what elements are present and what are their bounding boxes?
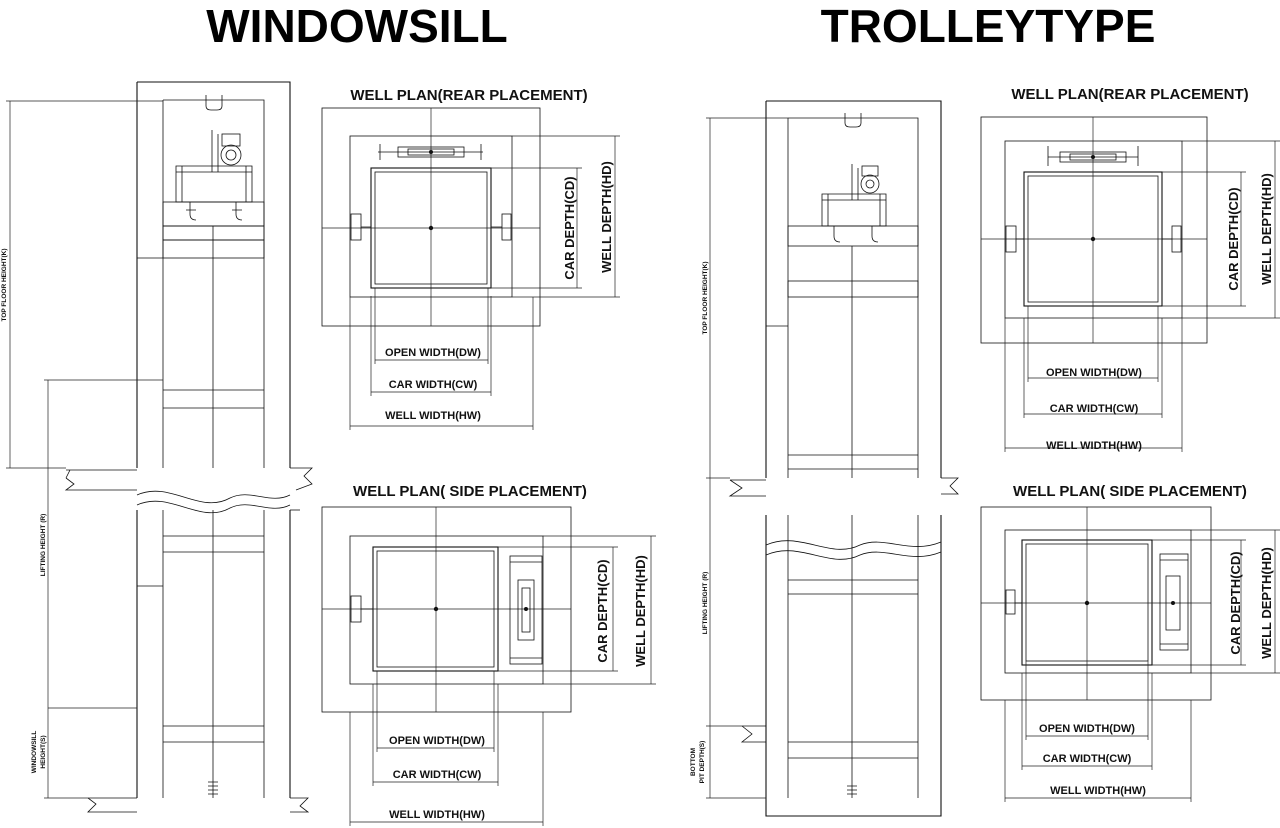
right-rear-plan: WELL PLAN(REAR PLACEMENT) OPEN WIDTH(DW)…: [980, 86, 1280, 452]
lifting-height-label-right: LIFTING HEIGHT (R): [702, 572, 709, 634]
car-width-label: CAR WIDTH(CW): [393, 769, 482, 781]
top-floor-height-label: TOP FLOOR HEIGHT(K): [1, 248, 8, 321]
left-side-plan: WELL PLAN( SIDE PLACEMENT) OPEN WIDTH(DW…: [321, 483, 656, 826]
well-width-label-right: WELL WIDTH(HW): [1050, 785, 1146, 797]
well-depth-label-right: WELL DEPTH(HD): [1259, 547, 1274, 659]
top-floor-height-label-right: TOP FLOOR HEIGHT(K): [702, 261, 709, 334]
side-plan-title: WELL PLAN( SIDE PLACEMENT): [353, 483, 587, 500]
windowsill-elevation: [6, 81, 313, 813]
car-depth-label: CAR DEPTH(CD): [595, 559, 610, 662]
open-width-label-right: OPEN WIDTH(DW): [1046, 367, 1142, 379]
car-width-label-right: CAR WIDTH(CW): [1050, 403, 1139, 415]
right-side-plan: WELL PLAN( SIDE PLACEMENT) OPEN WIDTH(DW…: [980, 483, 1280, 802]
open-width-label: OPEN WIDTH(DW): [389, 735, 485, 747]
car-depth-label: CAR DEPTH(CD): [562, 176, 577, 279]
car-width-label: CAR WIDTH(CW): [389, 379, 478, 391]
well-width-label: WELL WIDTH(HW): [385, 410, 481, 422]
car-depth-label-right: CAR DEPTH(CD): [1226, 187, 1241, 290]
bottom-pit-label-2: PIT DEPTH(S): [699, 741, 706, 784]
machine-icon: [821, 164, 887, 243]
well-depth-label: WELL DEPTH(HD): [633, 555, 648, 667]
title-windowsill: WINDOWSILL: [206, 0, 508, 52]
open-width-label-right: OPEN WIDTH(DW): [1039, 723, 1135, 735]
left-rear-plan: WELL PLAN(REAR PLACEMENT) OPEN WIDTH(DW)…: [321, 87, 620, 430]
bottom-pit-label-1: BOTTOM: [690, 748, 697, 776]
trolleytype-elevation: [706, 100, 960, 817]
well-width-label: WELL WIDTH(HW): [389, 809, 485, 821]
rear-plan-title: WELL PLAN(REAR PLACEMENT): [350, 87, 587, 104]
open-width-label: OPEN WIDTH(DW): [385, 347, 481, 359]
car-width-label-right: CAR WIDTH(CW): [1043, 753, 1132, 765]
well-depth-label-right: WELL DEPTH(HD): [1259, 173, 1274, 285]
windowsill-height-label-1: WINDOWSILL: [31, 731, 38, 774]
machine-icon: [175, 130, 253, 221]
rear-plan-title-right: WELL PLAN(REAR PLACEMENT): [1011, 86, 1248, 103]
well-width-label-right: WELL WIDTH(HW): [1046, 440, 1142, 452]
title-trolleytype: TROLLEYTYPE: [821, 0, 1156, 52]
windowsill-height-label-2: HEIGHT(S): [40, 735, 47, 768]
side-plan-title-right: WELL PLAN( SIDE PLACEMENT): [1013, 483, 1247, 500]
car-depth-label-right: CAR DEPTH(CD): [1228, 551, 1243, 654]
well-depth-label: WELL DEPTH(HD): [599, 161, 614, 273]
lifting-height-label: LIFTING HEIGHT (R): [40, 514, 47, 576]
